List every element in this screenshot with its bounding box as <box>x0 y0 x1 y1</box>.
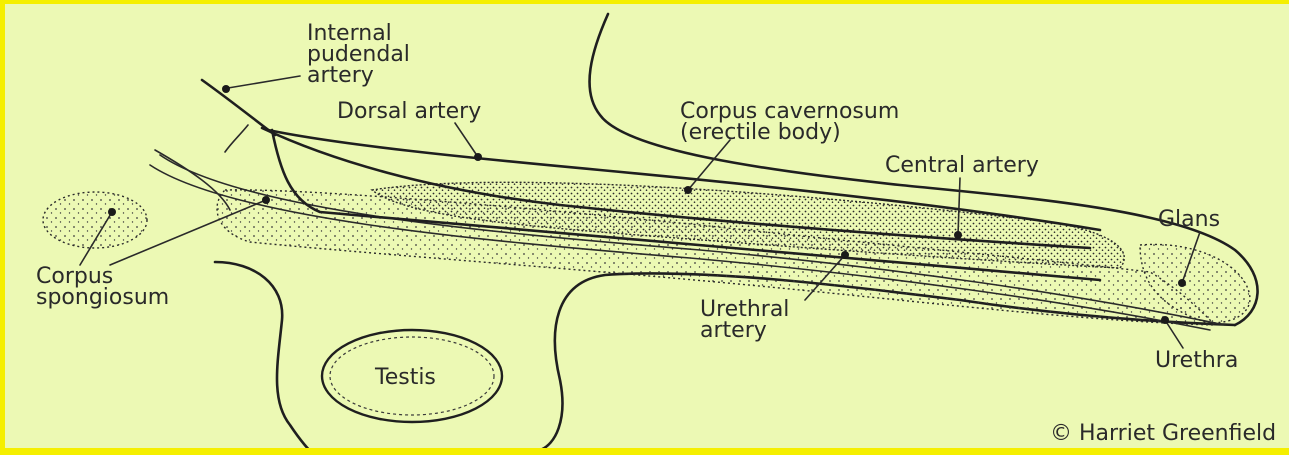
label-central-artery: Central artery <box>885 153 1039 178</box>
label-credit: © Harriet Greenfield <box>1050 421 1276 446</box>
label-urethral-artery-2: artery <box>700 318 767 343</box>
label-testis: Testis <box>374 365 436 390</box>
artery-branch <box>225 125 248 152</box>
label-corpus-spongiosum-2: spongiosum <box>36 285 169 310</box>
internal-pudendal-artery <box>202 80 275 135</box>
label-dorsal-artery: Dorsal artery <box>337 99 481 124</box>
label-internal-pudendal-artery-3: artery <box>307 63 374 88</box>
label-corpus-cavernosum-2: (erectile body) <box>680 120 841 145</box>
label-glans: Glans <box>1158 207 1220 232</box>
scrotum-outline <box>215 262 315 455</box>
label-urethra: Urethra <box>1155 348 1238 373</box>
